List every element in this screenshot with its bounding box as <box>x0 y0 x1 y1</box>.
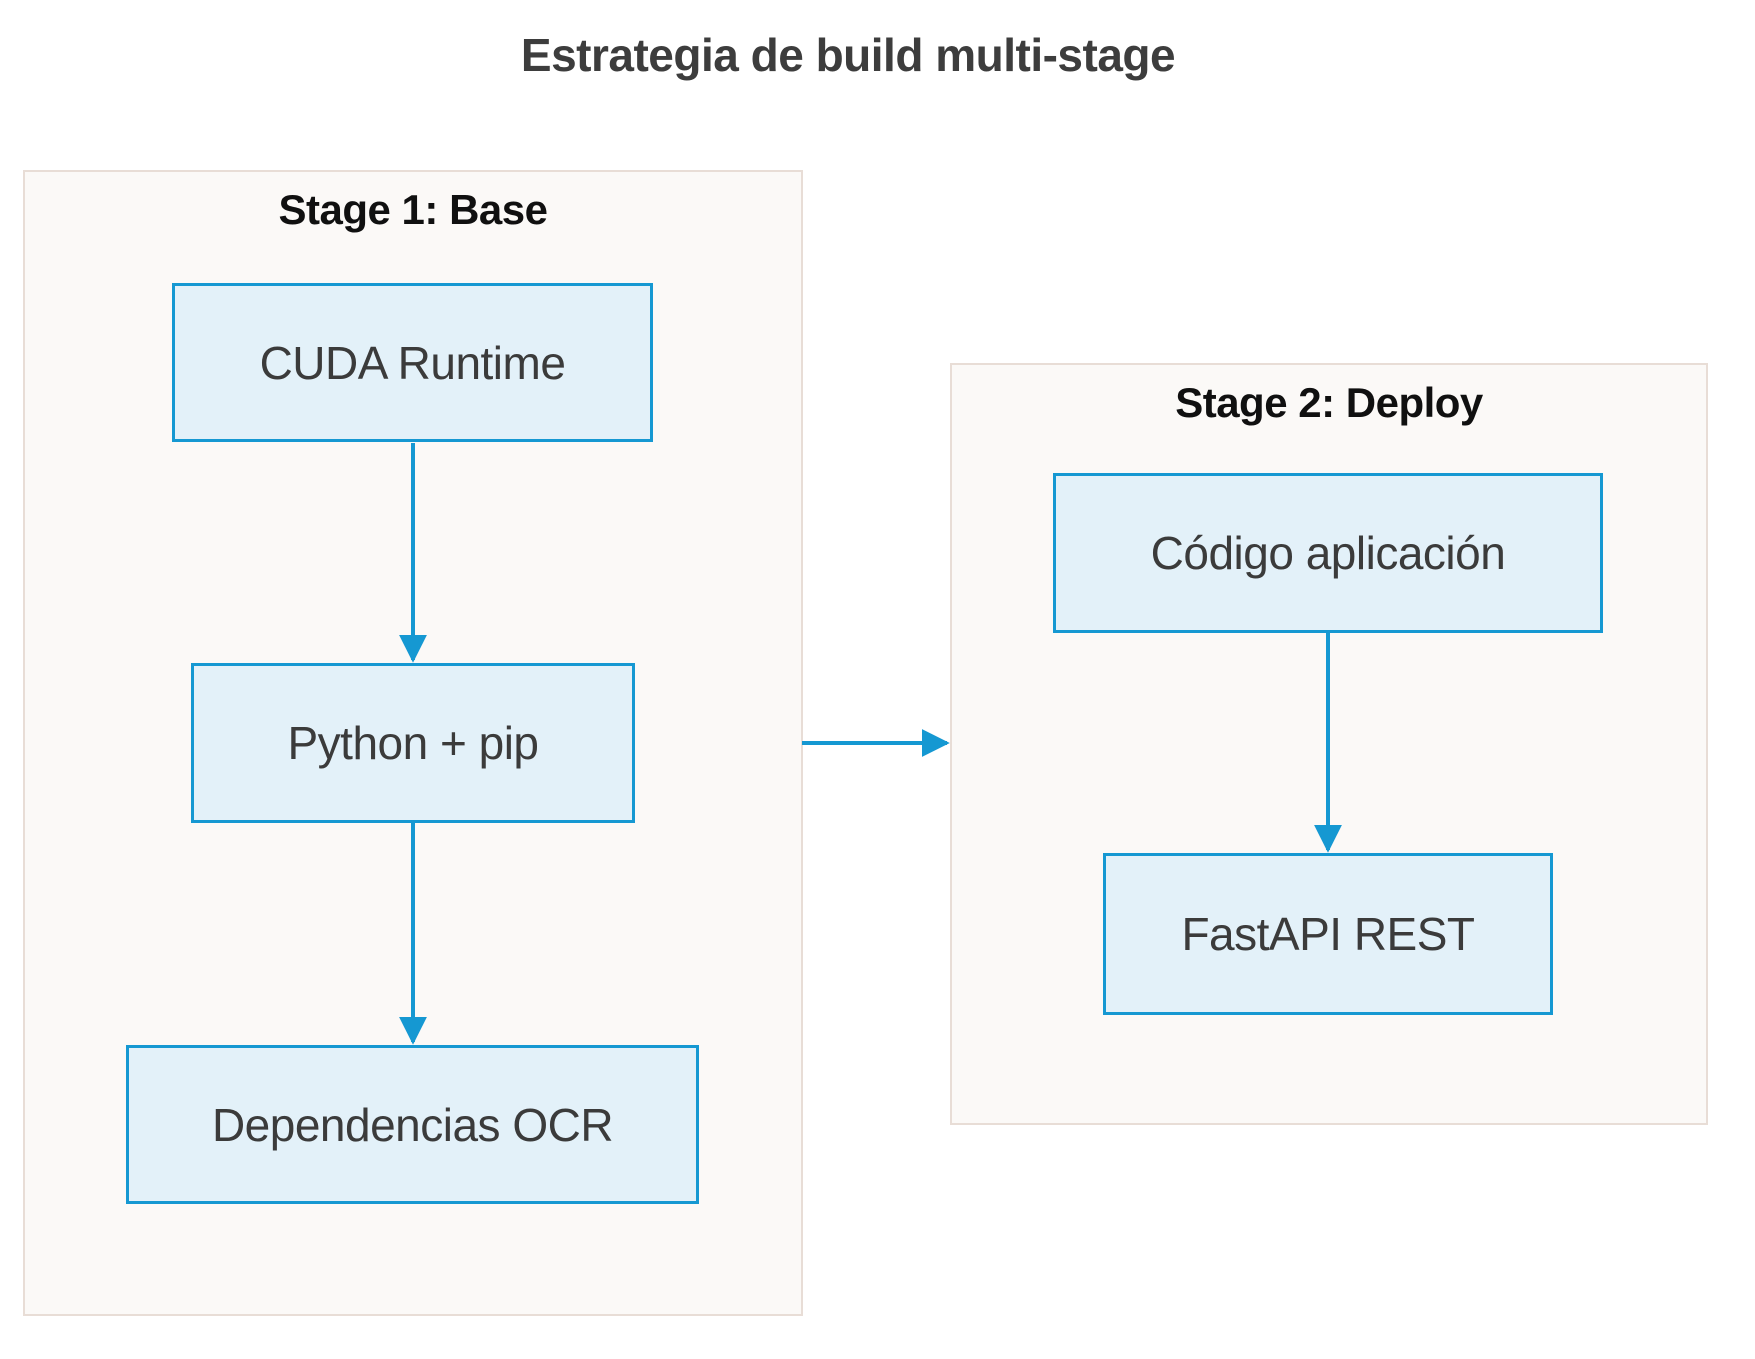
diagram-title: Estrategia de build multi-stage <box>520 29 1176 81</box>
node-dependencias-ocr: Dependencias OCR <box>126 1045 699 1204</box>
node-codigo-aplicacion: Código aplicación <box>1053 473 1603 633</box>
stage-2-label: Stage 2: Deploy <box>1175 379 1483 426</box>
node-fastapi-rest: FastAPI REST <box>1103 853 1553 1015</box>
stage-1-label: Stage 1: Base <box>278 186 548 233</box>
node-python-pip: Python + pip <box>191 663 635 823</box>
node-cuda-runtime: CUDA Runtime <box>172 283 653 442</box>
